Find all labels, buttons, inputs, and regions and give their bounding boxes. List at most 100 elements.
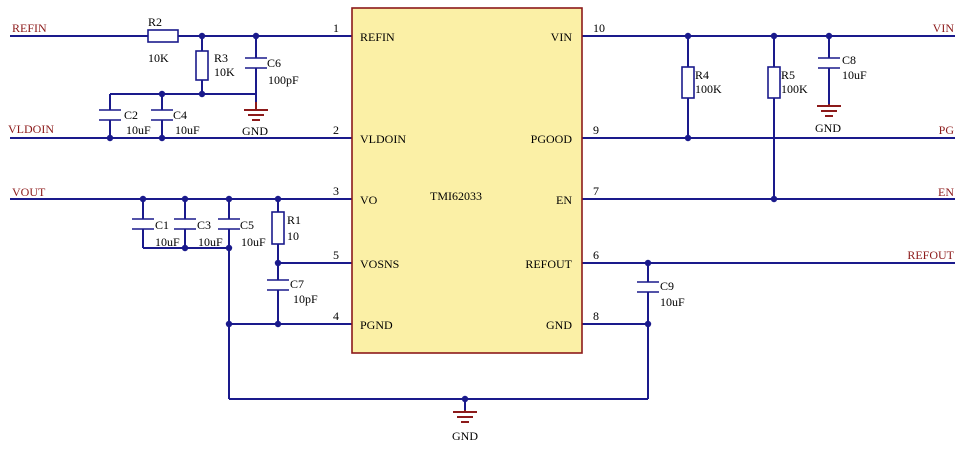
pin-number: 3 — [333, 184, 339, 198]
resistor-r5: R5 100K — [767, 66, 808, 99]
resistor-r3: R3 10K — [195, 50, 235, 81]
ic-part-name: TMI62033 — [430, 189, 482, 203]
capacitor-c4-value: 10uF — [175, 123, 200, 137]
junction-dot — [461, 395, 469, 403]
junction-dot — [252, 32, 260, 40]
junctions — [106, 32, 833, 403]
ground-symbol-3: GND — [452, 410, 478, 443]
junction-dot — [198, 32, 206, 40]
resistor-r1-body — [271, 211, 285, 245]
ground-label-2: GND — [815, 121, 841, 135]
capacitor-c4-plates — [151, 109, 173, 121]
pin-name: VIN — [551, 30, 573, 44]
capacitor-c9: C9 10uF — [637, 279, 685, 309]
ground-icon — [244, 102, 268, 121]
resistor-r5-body — [767, 66, 781, 99]
resistor-r4: R4 100K — [681, 66, 722, 99]
resistor-r4-ref: R4 — [695, 68, 709, 82]
wire-r1-c7 — [277, 199, 352, 324]
pin-name: REFOUT — [525, 257, 572, 271]
capacitor-c1-value: 10uF — [155, 235, 180, 249]
pin-name: REFIN — [360, 30, 395, 44]
junction-dot — [684, 134, 692, 142]
pin-name: PGOOD — [531, 132, 573, 146]
resistor-r1: R1 10 — [271, 211, 301, 245]
capacitor-c7-value: 10pF — [293, 292, 318, 306]
resistor-r4-value: 100K — [695, 82, 722, 96]
capacitor-c8-value: 10uF — [842, 68, 867, 82]
net-label-en: EN — [938, 185, 954, 199]
resistor-r2-ref: R2 — [148, 15, 162, 29]
capacitor-c2: C2 10uF — [99, 108, 151, 137]
capacitor-c9-value: 10uF — [660, 295, 685, 309]
capacitor-c2-ref: C2 — [124, 108, 138, 122]
wire-refout — [582, 262, 955, 399]
capacitor-c8-plates — [818, 57, 840, 69]
resistor-r1-ref: R1 — [287, 213, 301, 227]
capacitor-c9-plates — [637, 281, 659, 293]
junction-dot — [181, 195, 189, 203]
pin-name: VOSNS — [360, 257, 399, 271]
resistor-r5-ref: R5 — [781, 68, 795, 82]
resistor-r2-value: 10K — [148, 51, 169, 65]
resistor-r2: R2 10K — [147, 15, 179, 65]
capacitor-c6: C6 100pF — [245, 56, 299, 87]
ic-tmi62033: TMI62033 1 REFIN 2 VLDOIN 3 VO 5 VOSNS 4… — [333, 7, 605, 354]
capacitor-c9-ref: C9 — [660, 279, 674, 293]
net-label-vldoin: VLDOIN — [8, 122, 54, 136]
junction-dot — [139, 195, 147, 203]
resistor-r1-value: 10 — [287, 229, 299, 243]
junction-dot — [770, 32, 778, 40]
capacitor-c5-value: 10uF — [241, 235, 266, 249]
capacitor-c3-value: 10uF — [198, 235, 223, 249]
capacitor-c1: C1 10uF — [132, 218, 180, 249]
capacitor-c6-value: 100pF — [268, 73, 299, 87]
junction-dot — [770, 195, 778, 203]
capacitor-c2-value: 10uF — [126, 123, 151, 137]
net-label-vout: VOUT — [12, 185, 46, 199]
pin-number: 7 — [593, 184, 599, 198]
junction-dot — [225, 195, 233, 203]
junction-dot — [225, 320, 233, 328]
capacitor-c7-ref: C7 — [290, 277, 304, 291]
junction-dot — [274, 320, 282, 328]
junction-dot — [644, 259, 652, 267]
capacitor-c3-plates — [174, 218, 196, 230]
pin-number: 4 — [333, 309, 339, 323]
pin-name: VO — [360, 193, 378, 207]
net-label-refin: REFIN — [12, 21, 47, 35]
capacitor-c2-plates — [99, 109, 121, 121]
pin-name: EN — [556, 193, 572, 207]
junction-dot — [158, 90, 166, 98]
pin-number: 8 — [593, 309, 599, 323]
capacitor-c5: C5 10uF — [218, 218, 266, 249]
capacitor-c6-ref: C6 — [267, 56, 281, 70]
capacitor-c1-plates — [132, 218, 154, 230]
pin-number: 9 — [593, 123, 599, 137]
capacitor-c7-plates — [267, 279, 289, 291]
junction-dot — [225, 244, 233, 252]
net-label-refout: REFOUT — [907, 248, 954, 262]
junction-dot — [158, 134, 166, 142]
junction-dot — [644, 320, 652, 328]
capacitor-c5-ref: C5 — [240, 218, 254, 232]
resistor-r2-body — [147, 29, 179, 43]
ground-symbol-1: GND — [242, 102, 268, 138]
ground-icon — [453, 410, 477, 423]
pin-number: 10 — [593, 21, 605, 35]
wire-ground-bus — [229, 398, 648, 410]
capacitor-c6-plates — [245, 57, 267, 69]
net-label-pg: PG — [939, 123, 955, 137]
capacitor-c8: C8 10uF — [818, 53, 867, 82]
ground-label-3: GND — [452, 429, 478, 443]
pin-number: 5 — [333, 248, 339, 262]
pin-name: PGND — [360, 318, 393, 332]
pin-name: GND — [546, 318, 572, 332]
capacitor-c4-ref: C4 — [173, 108, 187, 122]
pin-number: 6 — [593, 248, 599, 262]
junction-dot — [274, 259, 282, 267]
capacitor-c8-ref: C8 — [842, 53, 856, 67]
resistor-r3-value: 10K — [214, 65, 235, 79]
net-label-vin: VIN — [933, 21, 955, 35]
